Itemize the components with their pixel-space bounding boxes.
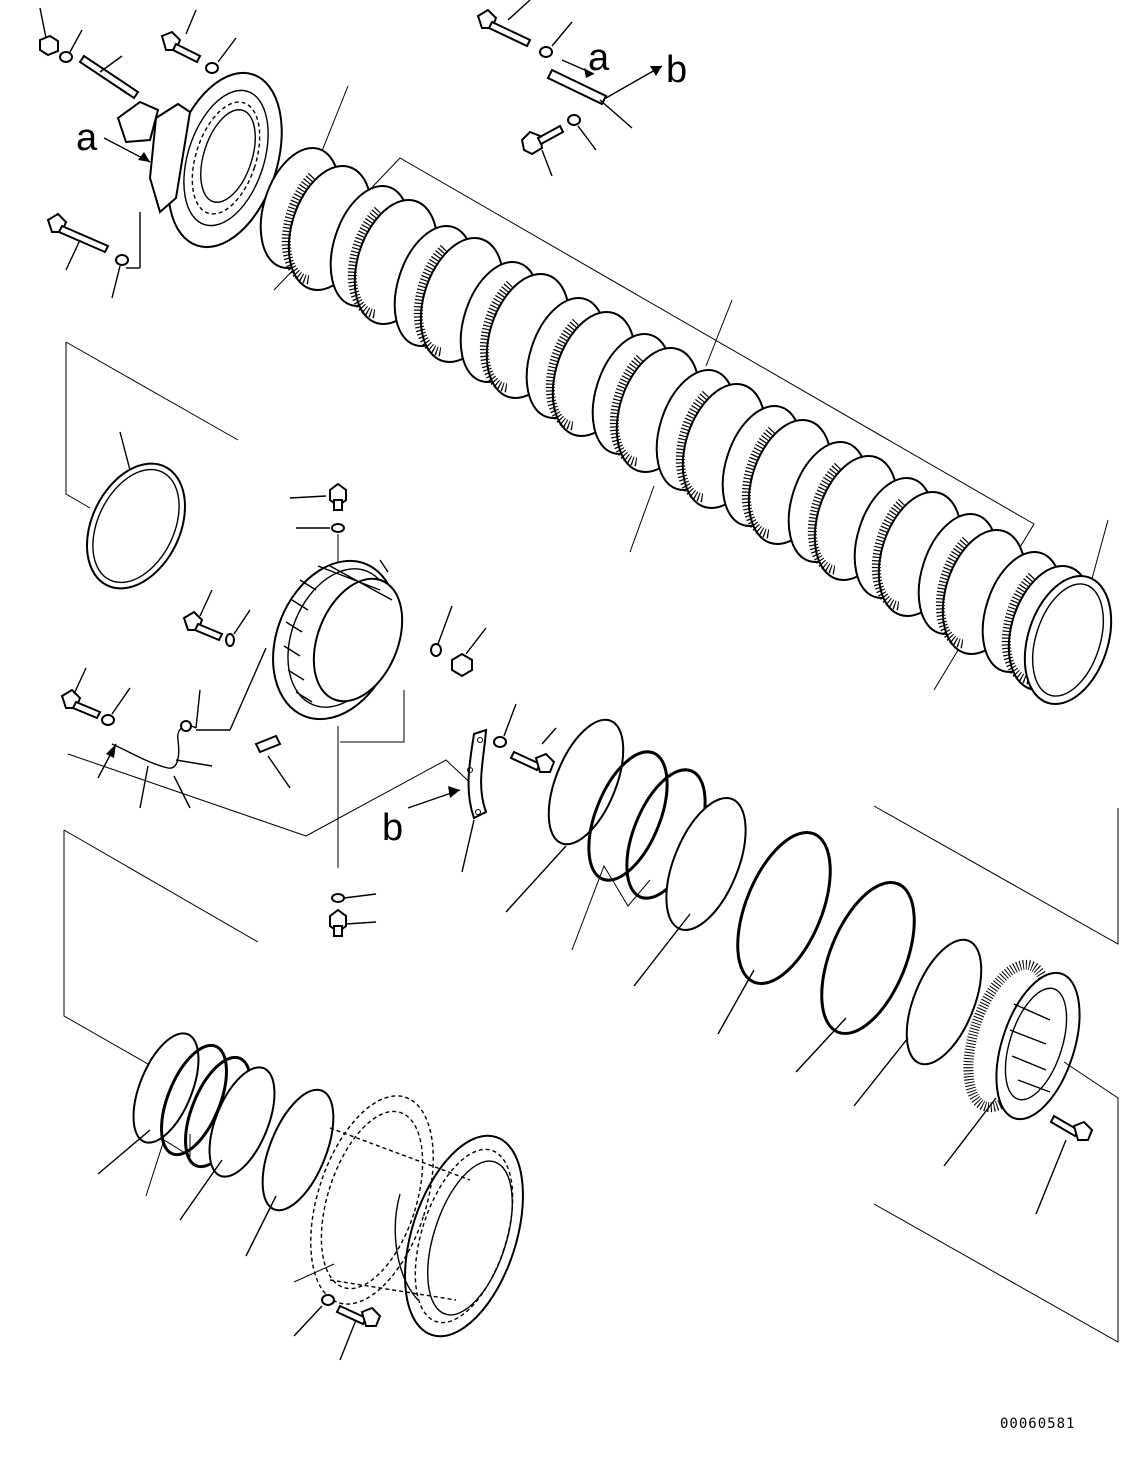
bolt-icon: [182, 589, 224, 642]
washer-icon: [115, 254, 129, 266]
dowel-pin-icon: [254, 734, 291, 789]
washer-icon: [539, 46, 553, 58]
plug-icon: [451, 627, 487, 678]
piston-seal: [736, 830, 832, 986]
clutch-hub-right: [873, 805, 1119, 1343]
callout-b-top: b: [666, 49, 687, 91]
view-arrow-b-top: b: [605, 49, 687, 99]
clutch-carrier: [293, 1095, 524, 1361]
washer-icon: [59, 51, 73, 63]
sensor-bracket: [461, 728, 488, 873]
backup-ring: [665, 796, 747, 932]
clutch-disc-stack: [259, 85, 1113, 705]
washer-icon: [493, 736, 507, 748]
seal-ring: [587, 750, 669, 882]
washer-icon: [101, 714, 115, 726]
nut-icon: [39, 7, 59, 57]
o-ring: [905, 938, 983, 1066]
piston-drum: [196, 559, 404, 731]
center-hub-group: [182, 482, 487, 937]
shim-ring: [65, 341, 239, 590]
clutch-housing: [116, 71, 283, 269]
o-ring: [261, 1088, 335, 1212]
end-plate: [1023, 575, 1113, 705]
plug-icon: [329, 908, 377, 937]
sensor-bracket-group: b: [382, 703, 557, 873]
callout-a-left: a: [76, 117, 98, 159]
o-ring-icon: [430, 643, 442, 657]
washer-icon: [205, 62, 219, 74]
view-arrow-b-mid: b: [382, 786, 461, 849]
callout-b-mid: b: [382, 807, 403, 849]
bolt-icon: [476, 0, 532, 48]
top-bracket-group: a b: [476, 0, 687, 177]
backup-ring: [208, 1066, 276, 1178]
bolt-icon: [160, 9, 202, 64]
speed-sensor-harness: [97, 689, 213, 809]
o-ring-icon: [331, 523, 345, 533]
seal-ring-group-right: [505, 718, 983, 1107]
seal-ring-group-left: [63, 829, 335, 1257]
sensor-harness-group: [60, 667, 307, 837]
bolt-icon: [46, 212, 110, 271]
stud-bolt-icon: [78, 54, 140, 100]
view-arrow-a-left: a: [76, 117, 151, 163]
bolt-icon: [509, 727, 557, 773]
bolt-icon: [60, 667, 102, 720]
o-ring-icon: [331, 893, 345, 903]
washer-icon: [321, 1294, 335, 1306]
piston-seal: [820, 880, 916, 1036]
bolt-icon: [1035, 1114, 1094, 1215]
pin-icon: [225, 633, 235, 647]
lock-plate: [546, 68, 633, 129]
callout-a-top: a: [588, 37, 610, 79]
backup-ring: [132, 1032, 200, 1144]
bolt-icon: [335, 1304, 382, 1361]
drawing-number: 00060581: [1000, 1416, 1075, 1432]
front-housing-group: a: [39, 7, 283, 299]
plug-icon: [289, 482, 347, 511]
bolt-icon: [520, 124, 565, 177]
backup-ring: [547, 718, 625, 846]
view-arrow-a-top: a: [561, 37, 610, 79]
washer-icon: [567, 114, 581, 126]
